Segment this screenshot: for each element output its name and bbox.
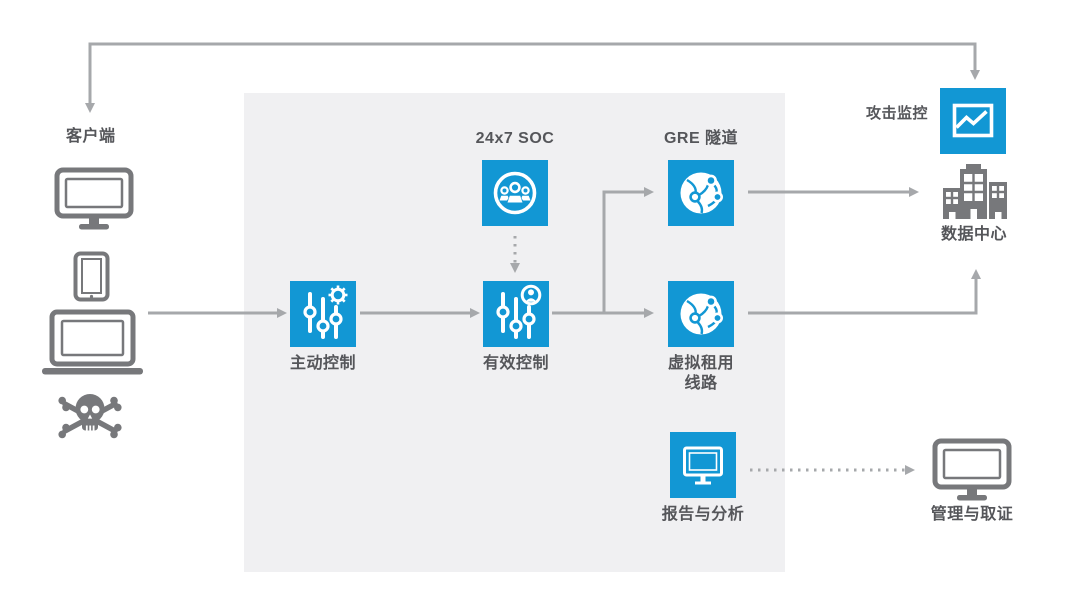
- active-control-label: 主动控制: [289, 355, 356, 372]
- reporting-node: [670, 432, 736, 498]
- gre-tunnel-label: GRE 隧道: [663, 130, 739, 147]
- globe-network-icon: [680, 172, 723, 214]
- virtual-leased-line-label: 虚拟租用 线路: [641, 354, 761, 394]
- management-forensics-label: 管理与取证: [930, 506, 1014, 523]
- tablet-icon: [73, 251, 110, 302]
- virtual-leased-line-node: [668, 281, 734, 347]
- active-control-node: [290, 281, 356, 347]
- globe-network-icon: [680, 293, 723, 335]
- reporting-label: 报告与分析: [661, 506, 745, 523]
- monitor-screen-icon: [683, 446, 723, 485]
- skull-crossbones-icon: [58, 394, 122, 439]
- virtual-leased-line-label-line2: 线路: [684, 375, 718, 392]
- data-center-label: 数据中心: [940, 226, 1007, 243]
- buildings-icon: [943, 164, 1007, 219]
- soc-node: [482, 160, 548, 226]
- attack-monitoring-label: 攻击监控: [865, 105, 928, 122]
- laptop-icon: [42, 309, 143, 375]
- attack-monitoring-node: [940, 88, 1006, 154]
- client-label: 客户端: [66, 128, 116, 145]
- virtual-leased-line-label-line1: 虚拟租用: [667, 355, 734, 372]
- effective-control-label: 有效控制: [482, 355, 549, 372]
- effective-control-node: [483, 281, 549, 347]
- team-circle-icon: [493, 171, 537, 215]
- desktop-monitor-icon: [54, 167, 134, 230]
- gre-tunnel-node: [668, 160, 734, 226]
- sliders-person-icon: [496, 284, 542, 339]
- chart-picture-icon: [952, 103, 994, 138]
- soc-label: 24x7 SOC: [475, 130, 555, 147]
- desktop-monitor-icon: [932, 438, 1012, 501]
- sliders-gear-icon: [303, 285, 348, 339]
